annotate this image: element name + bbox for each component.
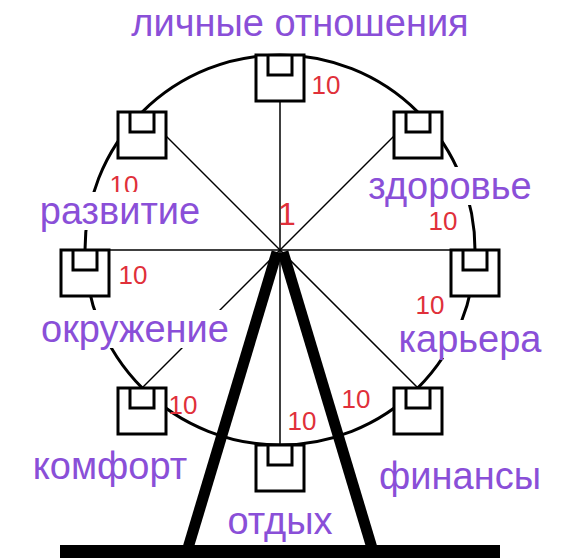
category-label: финансы: [377, 457, 543, 495]
gondola-seat: [130, 112, 154, 132]
gondola-seat: [406, 388, 430, 408]
score-number: 10: [340, 386, 373, 412]
category-label: комфорт: [31, 447, 189, 485]
gondola: [394, 388, 442, 434]
gondola: [394, 112, 442, 158]
category-label: окружение: [39, 310, 231, 348]
gondola-seat: [130, 388, 154, 408]
gondola: [61, 250, 109, 296]
gondola-seat: [463, 250, 487, 270]
gondola-seat: [268, 445, 292, 465]
category-label: здоровье: [366, 167, 533, 205]
gondola: [118, 388, 166, 434]
category-label: личные отношения: [129, 4, 470, 42]
gondola: [118, 112, 166, 158]
score-number: 10: [427, 208, 460, 234]
gondola: [256, 445, 304, 491]
category-label: отдых: [226, 502, 335, 540]
category-label: развитие: [38, 192, 202, 230]
score-number: 10: [286, 408, 319, 434]
score-number: 10: [414, 292, 447, 318]
score-number: 1: [276, 198, 298, 230]
score-number: 10: [167, 392, 200, 418]
score-number: 10: [117, 262, 150, 288]
gondola-seat: [73, 250, 97, 270]
gondola: [451, 250, 499, 296]
gondola: [256, 55, 304, 101]
category-label: карьера: [397, 320, 544, 358]
gondola-seat: [268, 55, 292, 75]
score-number: 10: [310, 72, 343, 98]
gondola-seat: [406, 112, 430, 132]
